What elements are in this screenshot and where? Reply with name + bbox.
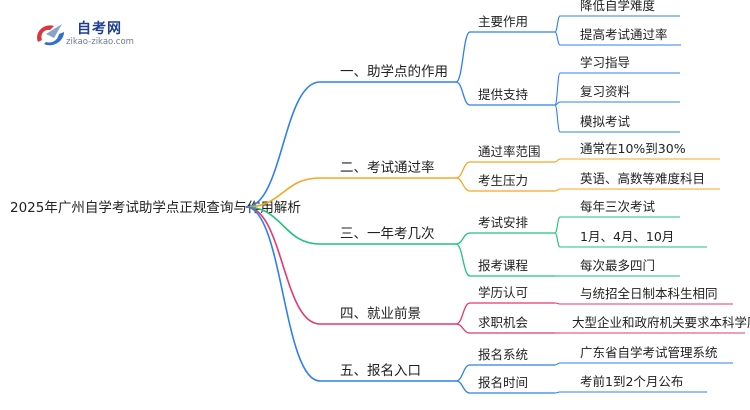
child-label: 提供支持 bbox=[478, 87, 528, 102]
branch-connector bbox=[245, 206, 321, 382]
leaf-label: 英语、高数等难度科目 bbox=[580, 171, 705, 186]
child-connector bbox=[455, 243, 471, 277]
brand-name: 自考网 bbox=[77, 21, 122, 37]
child-label: 学历认可 bbox=[478, 285, 528, 300]
leaf-label: 模拟考试 bbox=[580, 114, 631, 129]
leaf-connector bbox=[554, 72, 561, 106]
logo-icon bbox=[37, 24, 64, 46]
leaf-label: 学习指导 bbox=[580, 55, 630, 70]
leaf-connector bbox=[554, 232, 561, 248]
child-connector bbox=[455, 302, 471, 325]
child-label: 考生压力 bbox=[478, 173, 528, 188]
leaf-label: 每次最多四门 bbox=[580, 258, 655, 273]
child-connector bbox=[455, 177, 471, 192]
leaf-label: 通常在10%到30% bbox=[580, 141, 686, 156]
branch-connector bbox=[245, 206, 321, 245]
leaf-connector bbox=[554, 302, 561, 305]
child-label: 报考课程 bbox=[478, 258, 529, 273]
leaf-label: 1月、4月、10月 bbox=[580, 229, 674, 244]
leaf-label: 复习资料 bbox=[580, 84, 631, 99]
child-label: 报名时间 bbox=[478, 375, 528, 390]
child-connector bbox=[455, 161, 471, 179]
branch-label-3: 三、一年考几次 bbox=[340, 226, 435, 242]
leaf-label: 大型企业和政府机关要求本科学历 bbox=[572, 315, 750, 330]
leaf-label: 与统招全日制本科生相同 bbox=[580, 286, 718, 301]
child-label: 主要作用 bbox=[478, 14, 528, 29]
child-label: 通过率范围 bbox=[478, 144, 541, 159]
branch-connector bbox=[245, 81, 321, 208]
leaf-connector bbox=[554, 391, 561, 394]
leaf-label: 考前1到2个月公布 bbox=[580, 374, 683, 389]
leaf-label: 提高考试通过率 bbox=[580, 27, 668, 42]
leaf-connector bbox=[554, 15, 561, 33]
leaf-connector bbox=[554, 31, 561, 46]
child-connector bbox=[455, 81, 471, 106]
child-connector bbox=[455, 364, 471, 382]
leaf-connector bbox=[554, 362, 561, 366]
root-topic: 2025年广州自学考试助学点正规查询与作用解析 bbox=[10, 200, 301, 216]
branch-label-2: 二、考试通过率 bbox=[340, 159, 435, 176]
leaf-label: 每年三次考试 bbox=[580, 199, 656, 214]
child-connector bbox=[455, 380, 471, 394]
child-connector bbox=[455, 323, 471, 334]
branch-label-1: 一、助学点的作用 bbox=[340, 64, 448, 80]
leaf-connector bbox=[554, 216, 561, 234]
leaf-label: 降低自学难度 bbox=[580, 0, 656, 13]
child-label: 求职机会 bbox=[478, 315, 529, 330]
brand-url: zikao-zikao.com bbox=[66, 37, 134, 47]
leaf-connector bbox=[554, 158, 561, 163]
leaf-connector bbox=[554, 188, 561, 192]
branch-label-4: 四、就业前景 bbox=[340, 305, 421, 322]
child-connector bbox=[455, 232, 471, 245]
brand-logo: 自考网 zikao-zikao.com bbox=[32, 18, 142, 58]
branch-label-5: 五、报名入口 bbox=[340, 363, 421, 379]
child-label: 报名系统 bbox=[478, 347, 528, 362]
leaf-label: 广东省自学考试管理系统 bbox=[580, 345, 718, 360]
leaf-connector bbox=[554, 104, 561, 133]
child-label: 考试安排 bbox=[478, 215, 529, 230]
branch-connector bbox=[245, 177, 321, 208]
child-connector bbox=[455, 31, 471, 83]
branch-connector bbox=[245, 206, 321, 325]
